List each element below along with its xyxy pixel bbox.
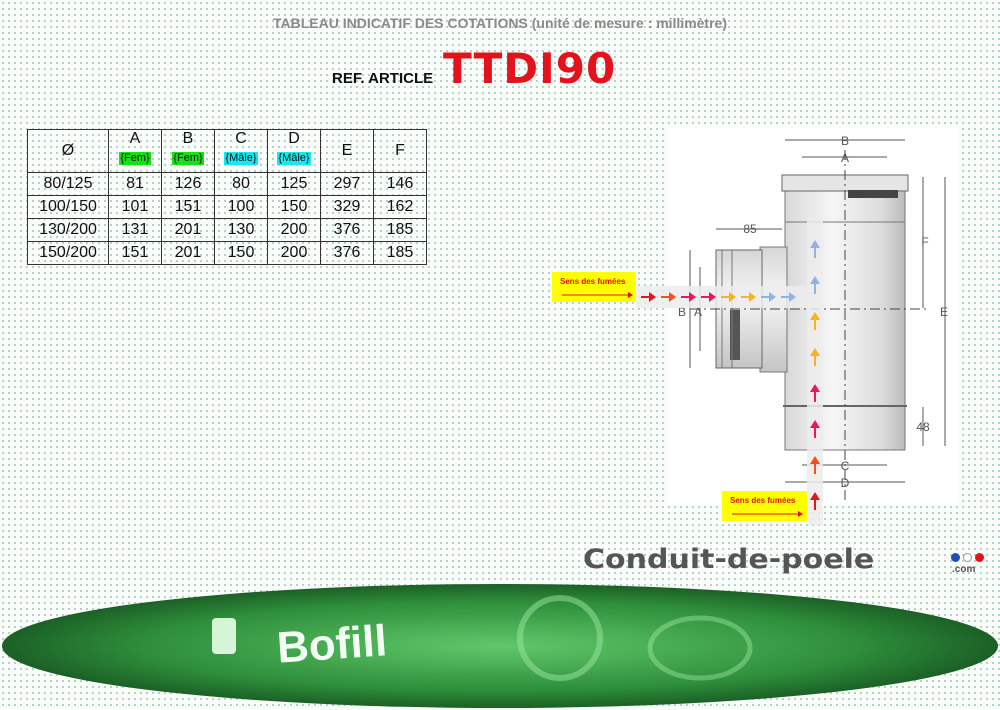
flow-arrow-horizontal xyxy=(661,292,676,302)
flow-arrow-horizontal xyxy=(741,292,756,302)
col-label: B xyxy=(182,130,194,147)
table-cell: 376 xyxy=(320,241,374,265)
col-label: Ø xyxy=(61,142,75,159)
table-cell: 150/200 xyxy=(27,241,109,265)
dim-label-d: D xyxy=(841,476,850,490)
table-cell: 200 xyxy=(267,218,321,242)
flow-arrow-vertical xyxy=(810,492,820,510)
flow-arrow-vertical xyxy=(810,240,820,258)
dim-label-f: F xyxy=(921,235,928,249)
flow-arrow-horizontal xyxy=(681,292,696,302)
flow-arrow-horizontal xyxy=(721,292,736,302)
flow-arrow-vertical xyxy=(810,276,820,294)
table-cell: 101 xyxy=(108,195,162,219)
flow-arrows xyxy=(641,240,820,510)
dim-label-e: E xyxy=(940,305,948,319)
col-header: B {Fem} xyxy=(161,129,215,173)
flow-label-box-1 xyxy=(552,272,636,302)
bofill-brand: Bofill xyxy=(275,616,389,673)
tee-diagram: B A 85 F E B A 48 C D Sens des fumées Se… xyxy=(552,134,949,525)
table-cell: 125 xyxy=(267,172,321,196)
bofill-banner xyxy=(2,584,998,708)
dim-label-b-left: B xyxy=(678,305,686,319)
table-cell: 80/125 xyxy=(27,172,109,196)
table-cell: 100/150 xyxy=(27,195,109,219)
flow-label-2: Sens des fumées xyxy=(730,496,796,505)
flow-arrow-vertical xyxy=(810,384,820,402)
col-label: C xyxy=(235,130,247,147)
ref-label: REF. ARTICLE xyxy=(332,70,434,87)
ref-code: TTDI90 xyxy=(443,44,617,93)
table-cell: 185 xyxy=(373,218,427,242)
table-cell: 150 xyxy=(214,241,268,265)
flow-arrow-vertical xyxy=(810,456,820,474)
flow-arrow-horizontal xyxy=(781,292,796,302)
table-cell: 150 xyxy=(267,195,321,219)
table-cell: 185 xyxy=(373,241,427,265)
table-cell: 130 xyxy=(214,218,268,242)
dimensions-table: Ø A {Fem} B {Fem} C {Mâle} D {Mâle} E F 80/1… xyxy=(27,129,427,265)
col-label: A xyxy=(129,130,141,147)
dim-label-b: B xyxy=(841,134,849,148)
flow-arrow-vertical xyxy=(810,348,820,366)
page-title: TABLEAU INDICATIF DES COTATIONS (unité d… xyxy=(273,15,727,31)
dim-label-a-left: A xyxy=(694,305,702,319)
table-cell: 131 xyxy=(108,218,162,242)
col-header: F xyxy=(373,129,427,173)
col-header: Ø xyxy=(27,129,109,173)
gasket xyxy=(848,190,898,198)
dim-label-c: C xyxy=(841,459,850,473)
table-cell: 100 xyxy=(214,195,268,219)
col-label: D xyxy=(288,130,300,147)
col-label: E xyxy=(341,142,353,159)
table-cell: 200 xyxy=(267,241,321,265)
col-header: D {Mâle} xyxy=(267,129,321,173)
male-tag: {Mâle} xyxy=(224,152,258,165)
fem-tag: {Fem} xyxy=(172,152,204,165)
logo-suffix: .com xyxy=(952,564,976,575)
dim-label-48: 48 xyxy=(916,420,930,434)
table-cell: 151 xyxy=(108,241,162,265)
flow-arrow-horizontal xyxy=(761,292,776,302)
table-cell: 201 xyxy=(161,241,215,265)
table-cell: 201 xyxy=(161,218,215,242)
flow-arrow-vertical xyxy=(810,312,820,330)
conduit-de-poele-logo: Conduit-de-poele xyxy=(583,543,875,576)
flow-label-1: Sens des fumées xyxy=(560,277,626,286)
dim-label-85: 85 xyxy=(743,222,757,236)
male-tag: {Mâle} xyxy=(277,152,311,165)
flow-arrow-vertical xyxy=(810,420,820,438)
flow-label-box-2 xyxy=(722,491,807,521)
table-header-row: Ø A {Fem} B {Fem} C {Mâle} D {Mâle} E F xyxy=(27,129,427,173)
col-header: A {Fem} xyxy=(108,129,162,173)
table-cell: 126 xyxy=(161,172,215,196)
flow-arrow-horizontal xyxy=(701,292,716,302)
flow-arrow-horizontal xyxy=(641,292,656,302)
fem-tag: {Fem} xyxy=(119,152,151,165)
dimension-lines xyxy=(689,139,946,483)
dim-label-a: A xyxy=(841,151,849,165)
col-label: F xyxy=(395,142,405,159)
